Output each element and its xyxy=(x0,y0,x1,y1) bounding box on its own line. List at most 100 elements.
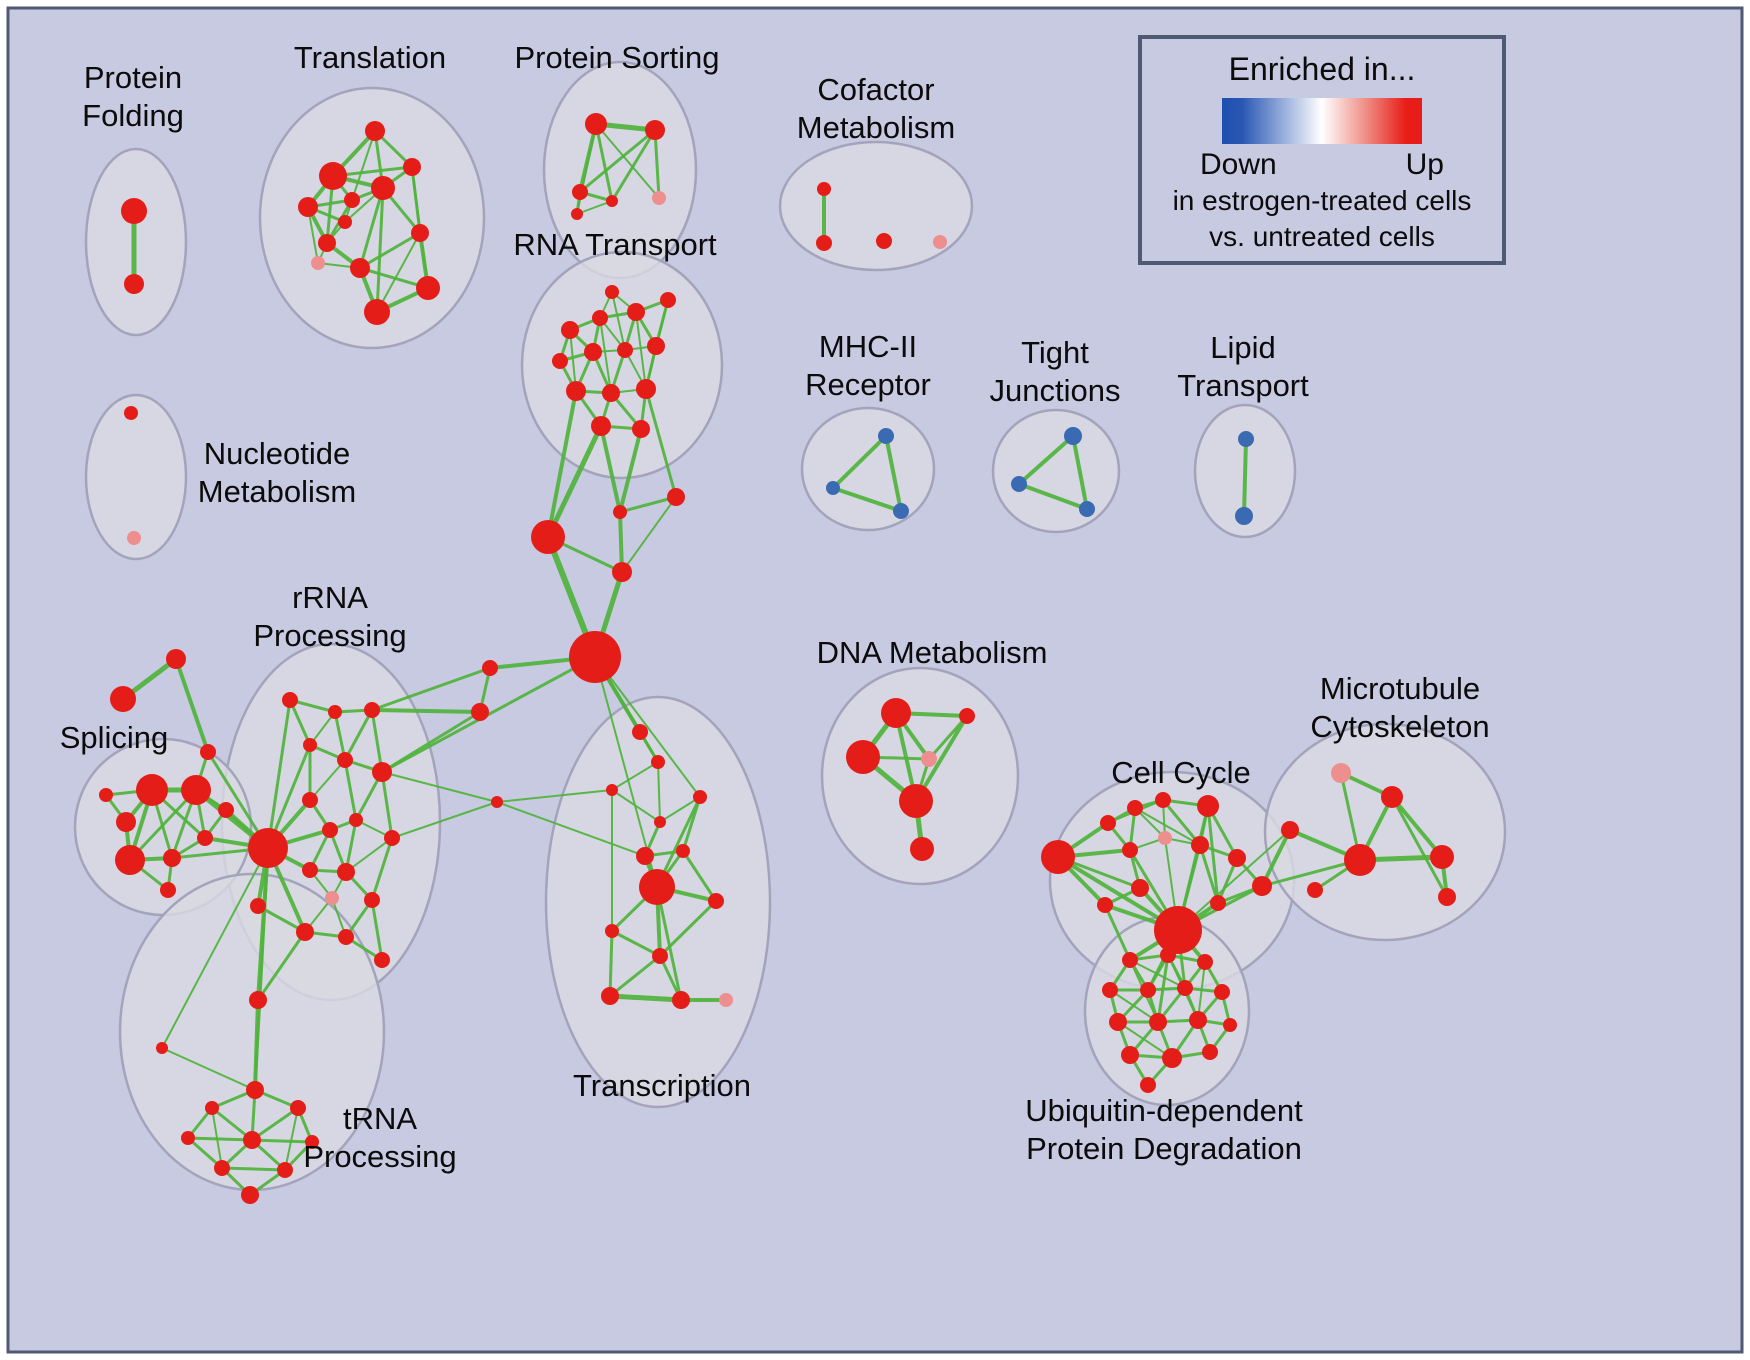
node-rr6 xyxy=(372,762,392,782)
edge-mc2-mc6 xyxy=(1390,795,1449,899)
node-ot3 xyxy=(200,744,216,760)
node-rr13 xyxy=(337,863,355,881)
node-rt1 xyxy=(561,321,579,339)
node-ub4 xyxy=(1102,982,1118,998)
node-rr18 xyxy=(250,898,266,914)
node-rr3 xyxy=(364,702,380,718)
cluster-label-trna-processing: Processing xyxy=(303,1139,456,1174)
edge-rr11-rr13 xyxy=(345,837,393,873)
node-tc14 xyxy=(719,993,733,1007)
cluster-label-trna-processing: tRNA xyxy=(343,1101,417,1136)
node-tc11 xyxy=(652,948,668,964)
cluster-label-lipid-transport: Lipid xyxy=(1210,330,1276,365)
node-rr15 xyxy=(364,892,380,908)
edge-tn5-tn10 xyxy=(284,1107,299,1171)
cluster-label-protein-sorting: Protein Sorting xyxy=(514,40,719,75)
edge-ch1-ch3 xyxy=(618,495,678,514)
node-tc9 xyxy=(708,893,724,909)
node-ps1 xyxy=(585,113,607,135)
node-ub11 xyxy=(1223,1018,1237,1032)
node-tc10 xyxy=(605,924,619,938)
node-mc2 xyxy=(1381,786,1403,808)
node-cc2 xyxy=(1100,815,1116,831)
node-cc8 xyxy=(1191,836,1209,854)
node-ps2 xyxy=(645,120,665,140)
legend-scale: Down Up xyxy=(1200,148,1444,182)
node-tc2 xyxy=(651,755,665,769)
node-tr3 xyxy=(298,197,318,217)
node-rr5 xyxy=(337,752,353,768)
node-rr17 xyxy=(338,929,354,945)
node-cc5 xyxy=(1197,795,1219,817)
edge-ps2-ps3 xyxy=(578,128,657,194)
legend-gradient-bar xyxy=(1222,98,1422,144)
edge-mh1-mh3 xyxy=(884,434,903,513)
node-cc12 xyxy=(1097,897,1113,913)
edge-tc10-tc11 xyxy=(610,929,662,958)
cluster-ellipse-cofactor-metabolism xyxy=(778,140,974,272)
node-mc1 xyxy=(1331,763,1351,783)
edge-ch1-ch4 xyxy=(621,496,677,573)
edge-tc2-tc3 xyxy=(611,761,659,791)
node-rr1 xyxy=(282,692,298,708)
cluster-label-cell-cycle: Cell Cycle xyxy=(1111,755,1251,790)
edge-rr6-rr11 xyxy=(380,770,394,840)
edge-tn2-tn3 xyxy=(161,1047,256,1091)
node-rr16 xyxy=(296,923,314,941)
node-ps5 xyxy=(652,191,666,205)
edge-rr16-tn1 xyxy=(256,930,307,1002)
node-tj1 xyxy=(1064,427,1082,445)
node-i3 xyxy=(491,796,503,808)
node-cc9 xyxy=(1228,849,1246,867)
node-sp5 xyxy=(163,849,181,867)
node-rr10 xyxy=(349,813,363,827)
node-hub xyxy=(569,631,621,683)
node-tn2 xyxy=(156,1042,168,1054)
node-ub1 xyxy=(1122,952,1138,968)
node-rt8 xyxy=(647,337,665,355)
node-cm2 xyxy=(816,235,832,251)
node-tr10 xyxy=(411,224,429,242)
cluster-label-rrna-processing: Processing xyxy=(253,618,406,653)
node-rt2 xyxy=(592,310,608,326)
edge-lt1-lt2 xyxy=(1242,437,1248,518)
edge-tn6-tn7 xyxy=(186,1136,254,1142)
node-cc6 xyxy=(1122,842,1138,858)
node-pf2 xyxy=(124,274,144,294)
node-cc3 xyxy=(1127,800,1143,816)
node-rr11 xyxy=(384,830,400,846)
cluster-label-microtubule-cytoskeleton: Cytoskeleton xyxy=(1310,709,1489,744)
edge-rr5-rr8 xyxy=(309,759,346,801)
node-rt3 xyxy=(627,303,645,321)
node-rt9 xyxy=(566,381,586,401)
edge-tc2-tc5 xyxy=(657,761,661,823)
node-lt2 xyxy=(1235,507,1253,525)
node-mc3 xyxy=(1281,821,1299,839)
node-rr2 xyxy=(328,705,342,719)
node-ch3 xyxy=(613,505,627,519)
node-ub5 xyxy=(1140,982,1156,998)
node-rr14 xyxy=(325,891,339,905)
node-sp7 xyxy=(160,882,176,898)
node-ub2 xyxy=(1160,947,1176,963)
node-rt13 xyxy=(632,420,650,438)
cluster-label-transcription: Transcription xyxy=(573,1068,751,1103)
node-rt7 xyxy=(617,342,633,358)
cluster-label-rrna-processing: rRNA xyxy=(292,580,368,615)
node-tr8 xyxy=(311,256,325,270)
node-rr7 xyxy=(248,828,288,868)
node-ub6 xyxy=(1177,980,1193,996)
node-ub3 xyxy=(1197,954,1213,970)
node-tn11 xyxy=(241,1186,259,1204)
node-cc1 xyxy=(1041,840,1075,874)
node-ub9 xyxy=(1149,1013,1167,1031)
node-tr1 xyxy=(319,162,347,190)
edge-tc9-tc11 xyxy=(658,899,718,958)
node-tn9 xyxy=(214,1160,230,1176)
node-sp9 xyxy=(99,788,113,802)
edge-tn9-tn10 xyxy=(220,1166,287,1172)
node-dm4 xyxy=(921,751,937,767)
cluster-label-cofactor-metabolism: Metabolism xyxy=(797,110,956,145)
edge-rr15-rr19 xyxy=(370,898,384,962)
node-mh2 xyxy=(826,481,840,495)
